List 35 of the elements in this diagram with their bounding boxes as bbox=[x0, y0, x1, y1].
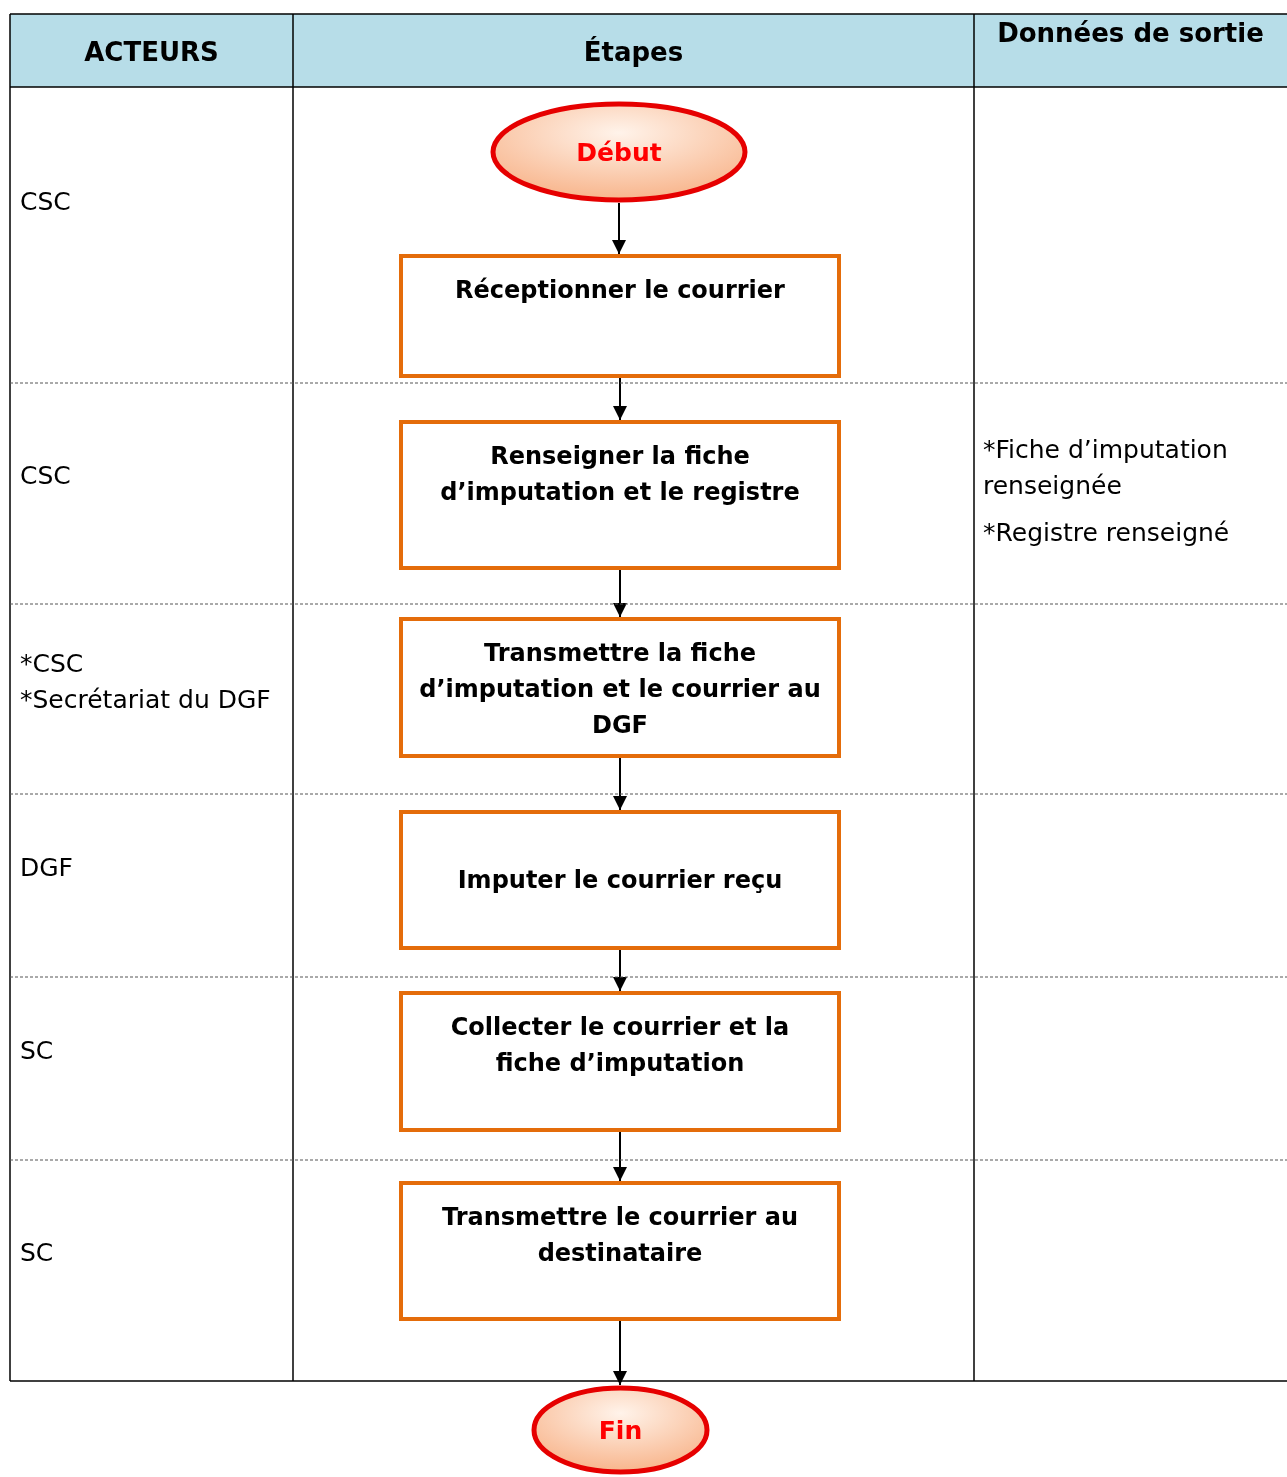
actor-text: *Secrétariat du DGF bbox=[20, 684, 272, 716]
column-header: Étapes bbox=[582, 35, 685, 69]
terminal-text: Début bbox=[576, 137, 662, 167]
actor-text: DGF bbox=[20, 852, 74, 884]
terminal-text: Fin bbox=[598, 1415, 643, 1445]
process-box bbox=[399, 420, 841, 570]
step-text: Transmettre la fiche d’imputation et le courrier au DGF bbox=[419, 638, 821, 741]
actor-text: CSC bbox=[20, 460, 72, 492]
arrow bbox=[613, 949, 627, 992]
arrow bbox=[613, 569, 627, 618]
process-box bbox=[399, 254, 841, 378]
step-text: Réceptionner le courrier bbox=[455, 275, 785, 306]
step-text: Collecter le courrier et la fiche d’imputation bbox=[449, 1012, 791, 1079]
output-text: *Registre renseigné bbox=[983, 517, 1231, 549]
process-box bbox=[399, 1181, 841, 1321]
process-box bbox=[399, 991, 841, 1132]
arrow bbox=[613, 757, 627, 811]
step-text: Renseigner la fiche d’imputation et le registre bbox=[439, 441, 801, 508]
process-box bbox=[399, 810, 841, 950]
actor-text: CSC bbox=[20, 186, 72, 218]
actor-text: SC bbox=[20, 1237, 55, 1269]
arrow bbox=[612, 202, 626, 255]
column-header: ACTEURS bbox=[83, 36, 220, 69]
terminal-ellipse bbox=[531, 1385, 710, 1475]
arrow bbox=[613, 1131, 627, 1182]
actor-text: *CSC bbox=[20, 648, 85, 680]
arrow bbox=[613, 1320, 627, 1386]
process-box bbox=[399, 617, 841, 758]
step-text: Transmettre le courrier au destinataire bbox=[440, 1202, 800, 1269]
step-text: Imputer le courrier reçu bbox=[457, 865, 783, 896]
arrow bbox=[613, 377, 627, 421]
terminal-ellipse bbox=[490, 101, 748, 203]
actor-text: SC bbox=[20, 1035, 55, 1067]
column-header: Données de sortie bbox=[996, 17, 1265, 50]
output-text: *Fiche d’imputation renseignée bbox=[983, 434, 1229, 502]
